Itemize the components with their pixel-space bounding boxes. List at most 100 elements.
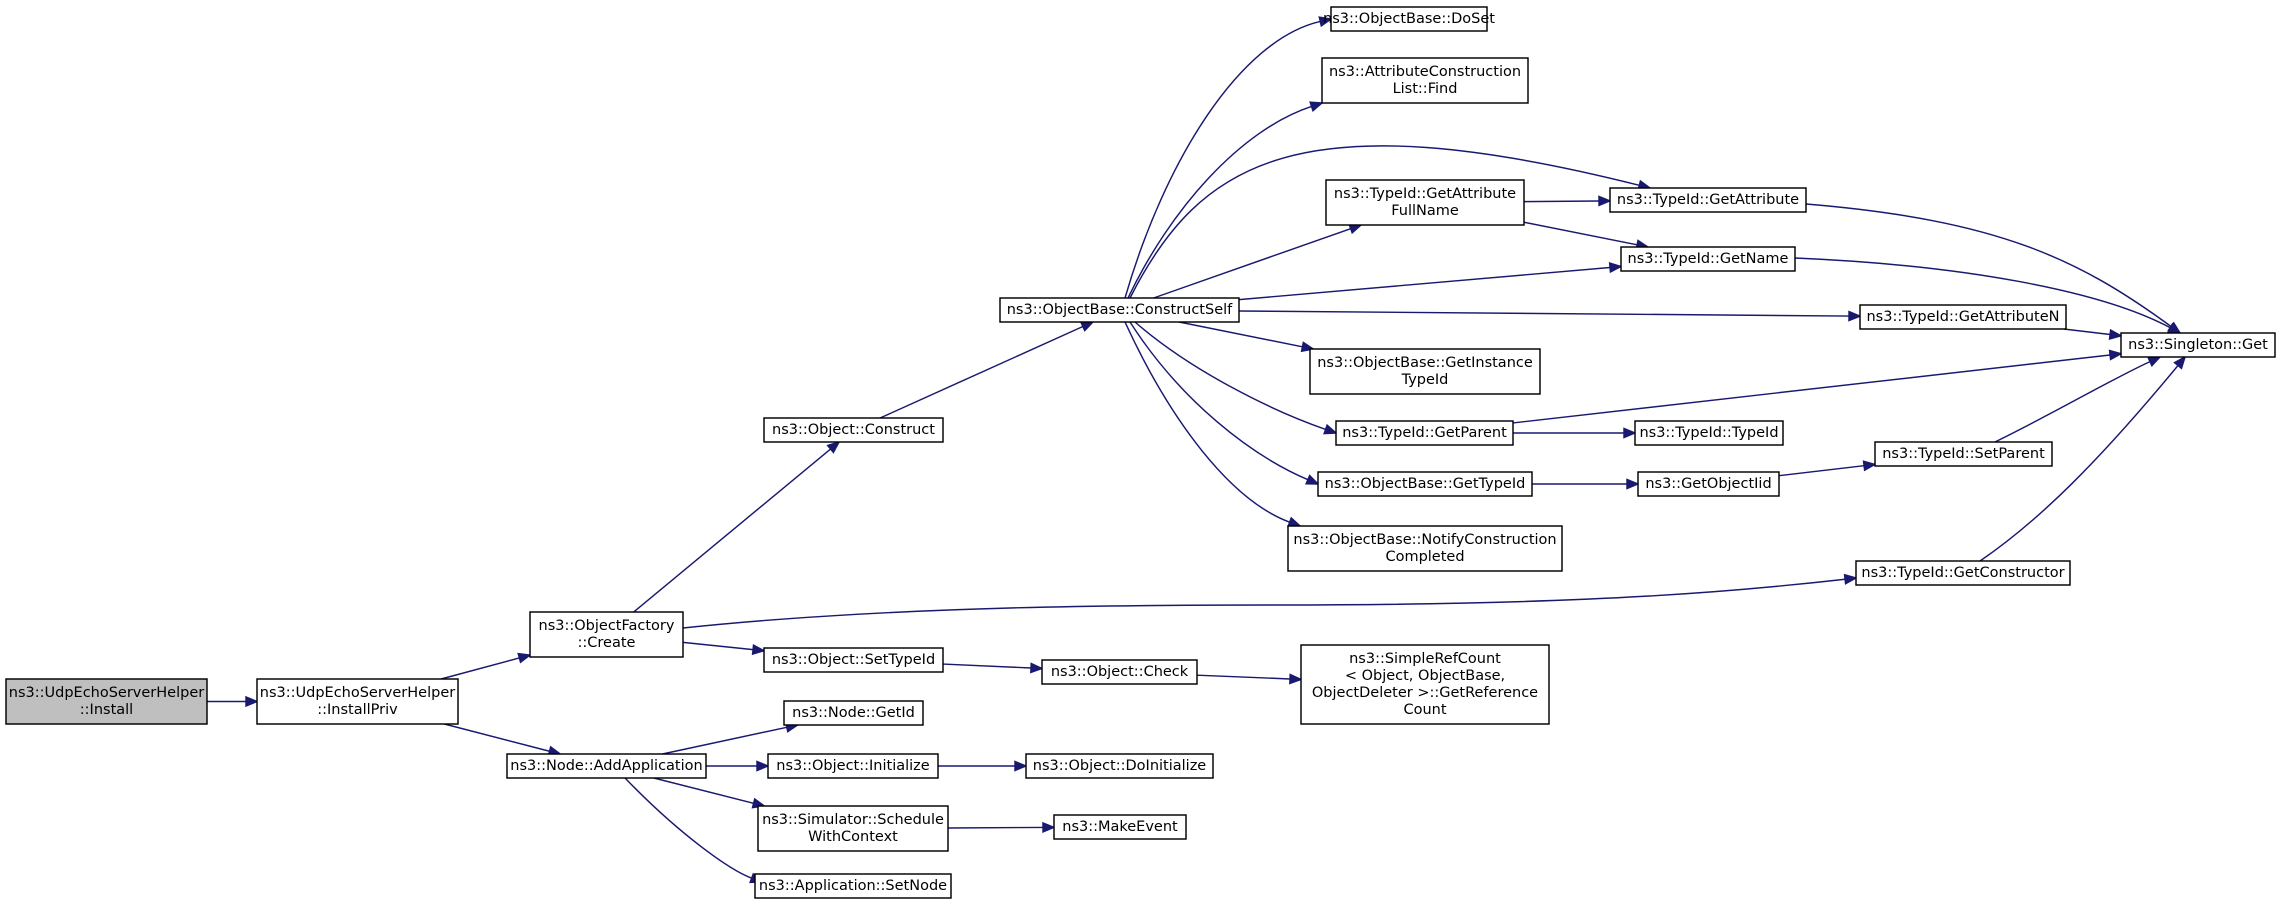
node-box[interactable] bbox=[1855, 560, 2071, 586]
node-box[interactable] bbox=[1325, 179, 1525, 226]
node-setnode[interactable]: ns3::Application::SetNode bbox=[754, 873, 952, 899]
edge-arrowhead bbox=[1623, 427, 1637, 439]
edge-constructself-to-getinstance bbox=[1178, 321, 1316, 353]
edge-construct-to-constructself bbox=[879, 321, 1095, 419]
node-box[interactable] bbox=[506, 753, 707, 779]
node-box[interactable] bbox=[256, 678, 459, 725]
node-notify[interactable]: ns3::ObjectBase::NotifyConstructionCompl… bbox=[1287, 525, 1563, 572]
node-box[interactable] bbox=[783, 700, 924, 726]
node-root[interactable]: ns3::UdpEchoServerHelper::Install bbox=[5, 678, 208, 725]
node-box[interactable] bbox=[2120, 332, 2276, 358]
edge-setparent-to-singleton bbox=[1994, 356, 2162, 443]
edge-getparent-to-typeidctor bbox=[1513, 427, 1637, 439]
node-box[interactable] bbox=[1053, 814, 1187, 840]
edge-line bbox=[1178, 321, 1303, 348]
node-box[interactable] bbox=[754, 873, 952, 899]
edge-obgettypeid-to-getobjectiid bbox=[1532, 478, 1640, 490]
node-construct[interactable]: ns3::Object::Construct bbox=[763, 417, 944, 443]
node-check[interactable]: ns3::Object::Check bbox=[1041, 659, 1198, 685]
node-box[interactable] bbox=[999, 297, 1240, 323]
node-box[interactable] bbox=[1609, 187, 1807, 213]
edge-create-to-construct bbox=[633, 440, 841, 613]
node-getattributen[interactable]: ns3::TypeId::GetAttributeN bbox=[1859, 304, 2067, 330]
edge-line bbox=[1512, 354, 2111, 424]
node-box[interactable] bbox=[1287, 525, 1563, 572]
edge-arrowhead bbox=[517, 652, 532, 664]
edge-arrowhead bbox=[1323, 423, 1338, 435]
node-box[interactable] bbox=[1309, 348, 1541, 395]
node-settypeid[interactable]: ns3::Object::SetTypeId bbox=[763, 647, 944, 673]
node-box[interactable] bbox=[1859, 304, 2067, 330]
node-box[interactable] bbox=[763, 647, 944, 673]
node-box[interactable] bbox=[1637, 471, 1780, 497]
node-installpriv[interactable]: ns3::UdpEchoServerHelper::InstallPriv bbox=[256, 678, 459, 725]
node-label: List::Find bbox=[1393, 81, 1458, 97]
node-doinitialize[interactable]: ns3::Object::DoInitialize bbox=[1025, 753, 1214, 779]
node-getobjectiid[interactable]: ns3::GetObjectIid bbox=[1637, 471, 1780, 497]
node-label: ns3::ObjectBase::GetInstance bbox=[1317, 355, 1533, 371]
node-getconstructor[interactable]: ns3::TypeId::GetConstructor bbox=[1855, 560, 2071, 586]
node-box[interactable] bbox=[1874, 441, 2053, 467]
node-constructself[interactable]: ns3::ObjectBase::ConstructSelf bbox=[999, 297, 1240, 323]
edge-line bbox=[1238, 310, 1850, 317]
node-doset[interactable]: ns3::ObjectBase::DoSet bbox=[1323, 6, 1495, 32]
node-box[interactable] bbox=[1330, 6, 1488, 32]
edge-addapp-to-getid bbox=[662, 722, 800, 755]
edge-line bbox=[1778, 464, 1865, 477]
node-box[interactable] bbox=[1335, 420, 1514, 446]
node-create[interactable]: ns3::ObjectFactory::Create bbox=[529, 611, 684, 658]
node-makeevent[interactable]: ns3::MakeEvent bbox=[1053, 814, 1187, 840]
edge-constructself-to-doset bbox=[1124, 16, 1333, 299]
node-label: Count bbox=[1403, 702, 1446, 718]
edge-getattrfull-to-getattribute bbox=[1523, 195, 1612, 207]
node-box[interactable] bbox=[1300, 644, 1550, 725]
edge-line bbox=[947, 826, 1044, 829]
node-box[interactable] bbox=[1321, 57, 1529, 104]
node-box[interactable] bbox=[757, 805, 949, 852]
edge-arrowhead bbox=[1030, 662, 1044, 674]
edge-line bbox=[1794, 257, 2171, 329]
node-label: ns3::Singleton::Get bbox=[2128, 337, 2268, 353]
edge-line bbox=[1196, 674, 1291, 680]
edge-line bbox=[1134, 321, 1326, 431]
edge-line bbox=[1129, 145, 1640, 299]
node-setparent[interactable]: ns3::TypeId::SetParent bbox=[1874, 441, 2053, 467]
node-label: ns3::TypeId::GetConstructor bbox=[1861, 565, 2064, 581]
node-getparent[interactable]: ns3::TypeId::GetParent bbox=[1335, 420, 1514, 446]
node-label: ns3::TypeId::GetAttribute bbox=[1617, 192, 1799, 208]
edge-arrowhead bbox=[245, 695, 259, 708]
node-typeidctor[interactable]: ns3::TypeId::TypeId bbox=[1634, 420, 1784, 446]
node-box[interactable] bbox=[1620, 246, 1796, 272]
edge-getattrfull-to-getname bbox=[1523, 221, 1650, 251]
node-box[interactable] bbox=[529, 611, 684, 658]
node-label: ns3::Object::Construct bbox=[772, 422, 935, 438]
node-initialize[interactable]: ns3::Object::Initialize bbox=[767, 753, 939, 779]
node-box[interactable] bbox=[1041, 659, 1198, 685]
edge-line bbox=[662, 726, 787, 755]
node-getattribute[interactable]: ns3::TypeId::GetAttribute bbox=[1609, 187, 1807, 213]
node-label: ns3::Object::Initialize bbox=[776, 758, 929, 774]
node-getrefcount[interactable]: ns3::SimpleRefCount< Object, ObjectBase,… bbox=[1300, 644, 1550, 725]
node-box[interactable] bbox=[5, 678, 208, 725]
node-addapp[interactable]: ns3::Node::AddApplication bbox=[506, 753, 707, 779]
node-box[interactable] bbox=[1317, 471, 1533, 497]
edge-line bbox=[942, 663, 1032, 669]
node-getid[interactable]: ns3::Node::GetId bbox=[783, 700, 924, 726]
node-obgettypeid[interactable]: ns3::ObjectBase::GetTypeId bbox=[1317, 471, 1533, 497]
node-label: ObjectDeleter >::GetReference bbox=[1312, 685, 1538, 701]
edge-installpriv-to-addapp bbox=[444, 723, 563, 757]
node-label: ns3::Simulator::Schedule bbox=[762, 812, 944, 828]
node-label: ns3::ObjectBase::GetTypeId bbox=[1325, 476, 1526, 492]
node-box[interactable] bbox=[1025, 753, 1214, 779]
node-box[interactable] bbox=[1634, 420, 1784, 446]
edge-addapp-to-initialize bbox=[706, 760, 770, 772]
node-singleton[interactable]: ns3::Singleton::Get bbox=[2120, 332, 2276, 358]
node-getname[interactable]: ns3::TypeId::GetName bbox=[1620, 246, 1796, 272]
node-box[interactable] bbox=[763, 417, 944, 443]
node-box[interactable] bbox=[767, 753, 939, 779]
node-label: ns3::TypeId::GetParent bbox=[1342, 425, 1507, 441]
